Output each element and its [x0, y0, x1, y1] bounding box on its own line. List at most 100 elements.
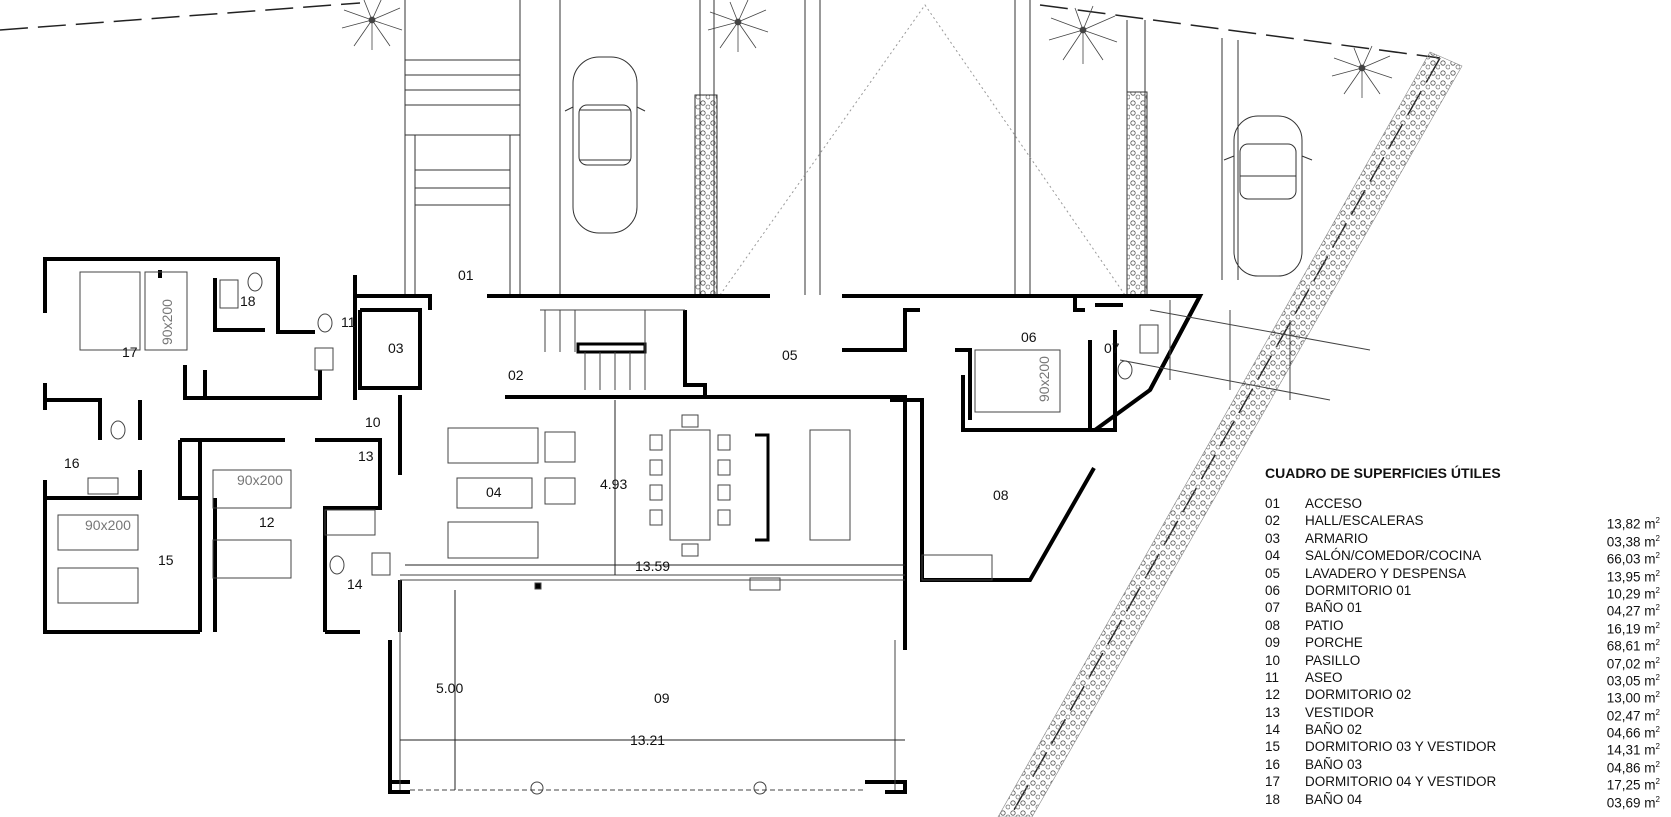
room-area: 13,82 m2	[1590, 512, 1660, 532]
planter	[1126, 91, 1148, 296]
room-area-unit: m	[1644, 673, 1656, 689]
room-name: PASILLO	[1305, 652, 1361, 668]
room-label-13: 13	[358, 448, 374, 464]
room-label-09: 09	[654, 690, 670, 706]
room-number: 02	[1265, 513, 1281, 529]
room-name: VESTIDOR	[1305, 704, 1375, 720]
room-label-11: 11	[341, 314, 356, 330]
room-number: 01	[1265, 496, 1281, 511]
room-area-value: 03,38	[1606, 534, 1641, 550]
room-area-value: 13,95	[1606, 569, 1641, 585]
room-area-unit: m	[1644, 795, 1656, 811]
room-name: DORMITORIO 01	[1305, 582, 1412, 598]
room-area-unit: m	[1644, 742, 1656, 758]
room-area: 10,29 m2	[1590, 582, 1660, 602]
unit-exponent: 2	[1655, 551, 1660, 561]
room-name: DORMITORIO 04 Y VESTIDOR	[1305, 774, 1497, 790]
room-name: PORCHE	[1305, 635, 1363, 651]
room-label-16: 16	[64, 455, 80, 471]
room-area-value: 13,00	[1606, 690, 1641, 706]
room-number: 04	[1265, 548, 1281, 564]
room-label-02: 02	[508, 367, 524, 383]
room-area-unit: m	[1644, 534, 1656, 550]
bed-size-label: 90x200	[1036, 356, 1052, 402]
entrance-steps	[404, 0, 521, 295]
room-number: 09	[1265, 635, 1281, 651]
room-area: 02,47 m2	[1590, 704, 1660, 724]
room-name: ACCESO	[1305, 496, 1363, 511]
surfaces-table-row: 01 ACCESO	[1265, 495, 1660, 512]
room-name: SALÓN/COMEDOR/COCINA	[1305, 548, 1482, 564]
room-area-unit: m	[1644, 516, 1656, 532]
unit-exponent: 2	[1655, 707, 1660, 717]
room-label-04: 04	[486, 484, 502, 500]
room-name: BAÑO 04	[1305, 791, 1363, 807]
car-icon	[564, 56, 1313, 277]
room-area-unit: m	[1644, 708, 1656, 724]
surfaces-table-row: 18 BAÑO 04 03,69 m2	[1265, 791, 1660, 811]
unit-exponent: 2	[1655, 742, 1660, 752]
room-name: PATIO	[1305, 617, 1344, 633]
room-area-unit: m	[1644, 690, 1656, 706]
room-area-value: 16,19	[1606, 621, 1641, 637]
planter	[694, 94, 718, 296]
room-area: 04,66 m2	[1590, 721, 1660, 741]
room-area-value: 04,66	[1606, 725, 1641, 741]
room-area: 13,00 m2	[1590, 686, 1660, 706]
unit-exponent: 2	[1655, 533, 1660, 543]
room-label-15: 15	[158, 552, 174, 568]
unit-exponent: 2	[1655, 725, 1660, 735]
room-label-18: 18	[240, 293, 256, 309]
room-name: ASEO	[1305, 669, 1343, 685]
bed-size-label: 90x200	[159, 299, 175, 345]
room-label-17: 17	[122, 344, 138, 360]
room-name: LAVADERO Y DESPENSA	[1305, 565, 1467, 581]
room-number: 15	[1265, 739, 1281, 755]
unit-exponent: 2	[1655, 516, 1660, 526]
palm-tree-icon	[341, 0, 1393, 98]
room-label-03: 03	[388, 340, 404, 356]
room-area-value: 04,27	[1606, 603, 1641, 619]
room-number: 12	[1265, 687, 1281, 703]
room-area-value: 02,47	[1606, 708, 1641, 724]
room-area-unit: m	[1644, 777, 1656, 793]
room-label-12: 12	[259, 514, 275, 530]
room-number: 10	[1265, 652, 1281, 668]
room-name: BAÑO 03	[1305, 756, 1363, 772]
room-area-value: 13,82	[1606, 516, 1641, 532]
room-area-unit: m	[1644, 638, 1656, 654]
interior-furniture	[57, 271, 1371, 795]
room-label-01: 01	[458, 267, 474, 283]
unit-exponent: 2	[1655, 690, 1660, 700]
room-area: 03,05 m2	[1590, 669, 1660, 689]
room-area: 04,86 m2	[1590, 756, 1660, 776]
dimension-label: 4.93	[600, 476, 627, 492]
room-area-unit: m	[1644, 725, 1656, 741]
unit-exponent: 2	[1655, 759, 1660, 769]
room-number: 03	[1265, 530, 1281, 546]
room-number: 14	[1265, 722, 1281, 738]
room-area-unit: m	[1644, 621, 1656, 637]
unit-exponent: 2	[1655, 794, 1660, 804]
room-number: 06	[1265, 582, 1281, 598]
room-label-07: 07	[1104, 340, 1120, 356]
room-number: 18	[1265, 791, 1281, 807]
room-area: 17,25 m2	[1590, 773, 1660, 793]
dimension-label: 5.00	[436, 680, 463, 696]
dimension-lines	[400, 400, 905, 790]
room-area-unit: m	[1644, 569, 1656, 585]
unit-exponent: 2	[1655, 672, 1660, 682]
room-area: 03,69 m2	[1590, 791, 1660, 811]
room-label-05: 05	[782, 347, 798, 363]
room-area-value: 17,25	[1606, 777, 1641, 793]
room-area-unit: m	[1644, 656, 1656, 672]
